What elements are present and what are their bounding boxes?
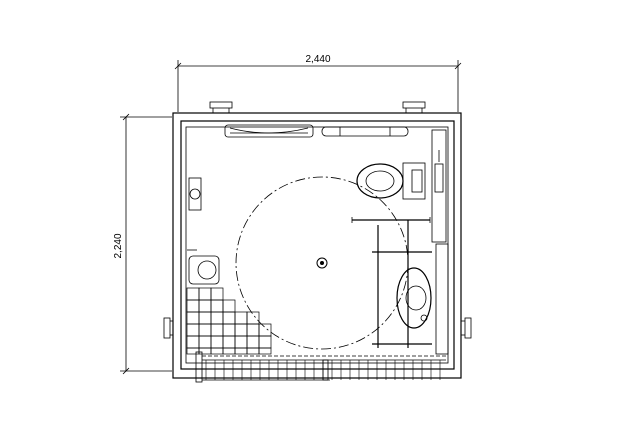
floor-tile: [198, 335, 212, 349]
floor-tile: [186, 311, 200, 325]
walls: [172, 112, 462, 379]
vent-right: [461, 317, 472, 339]
floor-tile: [246, 323, 260, 337]
floor-tile: [234, 347, 248, 355]
door-ladder-marks: [202, 360, 441, 381]
sink: [396, 243, 449, 355]
height-tick-top: [122, 113, 130, 121]
floor-tile: [210, 323, 224, 337]
wheelchair-turning-circle: [235, 176, 409, 350]
vent-top-left: [209, 101, 233, 113]
floor-tile: [234, 311, 248, 325]
floor-tile: [222, 299, 236, 313]
floor-tile: [186, 299, 200, 313]
floor-tile: [198, 323, 212, 337]
floor-tile: [234, 335, 248, 349]
toilet: [356, 162, 426, 200]
waste-bin: [188, 255, 220, 285]
sink-drain: [420, 314, 428, 322]
floor-drain-center: [320, 261, 324, 265]
floor-tile: [210, 299, 224, 313]
floor-tile: [222, 335, 236, 349]
vent-top-right: [402, 101, 426, 113]
turning-circle-outline: [235, 176, 409, 350]
wall-shelf: [224, 124, 314, 138]
sink-basin-inner: [405, 285, 427, 311]
waste-bin-body: [188, 255, 220, 285]
floor-tile: [186, 347, 200, 355]
vent-left: [163, 317, 173, 339]
towel-dispenser-body: [188, 177, 202, 211]
paper-towel-dispenser: [188, 177, 202, 211]
inner-wall: [180, 120, 455, 370]
floor-tile: [246, 311, 260, 325]
floor-tile: [258, 335, 272, 349]
height-dimension-label: 2,240: [113, 233, 124, 258]
floor-tile: [246, 347, 260, 355]
floor-tile: [222, 347, 236, 355]
grab-bar-top: [321, 126, 409, 137]
grab-bar-top-outline: [321, 126, 409, 137]
floor-tile: [198, 287, 212, 301]
width-dimension: 2,440: [174, 54, 462, 112]
wall-lining: [185, 126, 449, 364]
width-tick-right: [454, 62, 462, 70]
vent-top-left-body: [209, 101, 233, 109]
towel-dispenser-roll: [189, 188, 201, 200]
toilet-bowl-outer: [356, 163, 404, 199]
outer-wall: [172, 112, 462, 379]
waste-bin-lid: [197, 260, 217, 280]
right-wall-panel: [431, 129, 447, 243]
floor-tile: [210, 311, 224, 325]
tiled-floor-area: [186, 287, 272, 355]
floor-tile: [258, 323, 272, 337]
vent-left-body: [163, 317, 171, 339]
sink-counter: [435, 243, 449, 355]
floor-tile: [258, 347, 272, 355]
wall-shelf-curve: [229, 127, 309, 134]
height-tick-bottom: [122, 367, 130, 375]
floor-tile: [186, 287, 200, 301]
toilet-flush: [411, 169, 423, 193]
floor-tile: [210, 347, 224, 355]
height-dimension: 2,240: [113, 113, 172, 375]
toilet-bowl-inner: [365, 170, 395, 192]
vent-top-right-body: [402, 101, 426, 109]
floor-tile: [186, 323, 200, 337]
right-panel-box: [434, 163, 444, 193]
floor-tile: [186, 335, 200, 349]
floor-tile: [222, 323, 236, 337]
entrance-door: [195, 351, 446, 383]
floor-tile: [246, 335, 260, 349]
floor-tile: [198, 347, 212, 355]
floor-tile: [198, 299, 212, 313]
width-tick-left: [174, 62, 182, 70]
grab-bars: [351, 217, 432, 348]
right-panel-outline: [431, 129, 447, 243]
floor-tile: [210, 335, 224, 349]
floor-tile: [222, 311, 236, 325]
vent-right-body: [464, 317, 472, 339]
sink-basin-outer: [396, 267, 432, 329]
wall-shelf-outline: [224, 124, 314, 138]
floor-tile: [198, 311, 212, 325]
floor-tile: [210, 287, 224, 301]
door-jamb-left: [195, 351, 203, 383]
floor-tile: [234, 323, 248, 337]
width-dimension-label: 2,440: [305, 54, 330, 65]
